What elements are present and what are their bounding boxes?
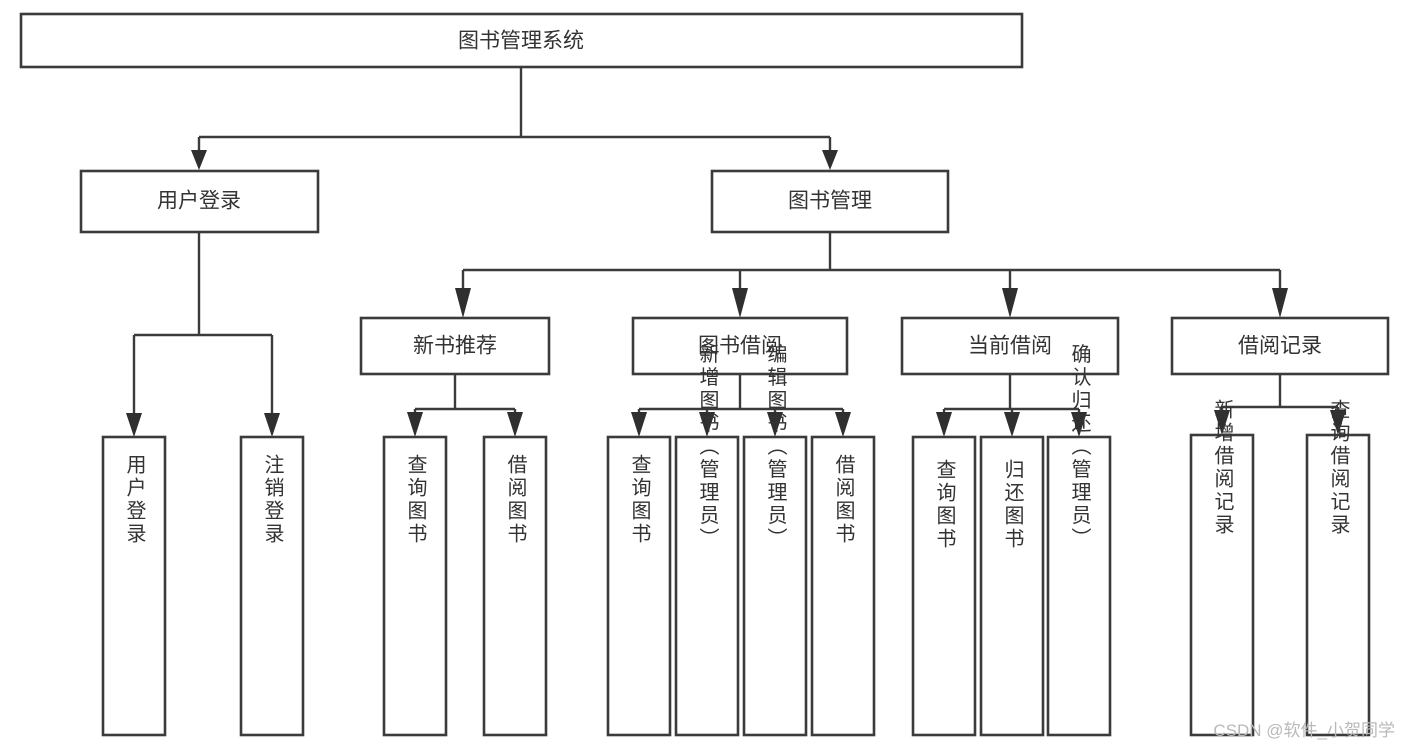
leaf-current-query-book-box[interactable]	[911, 435, 977, 737]
leaf-current-query-book[interactable]: 查询图书	[911, 435, 977, 737]
arrow-to-new-book	[455, 288, 471, 318]
leaf-borrow-query-book[interactable]: 查询图书	[606, 435, 672, 737]
node-borrow-record[interactable]: 借阅记录	[1170, 316, 1390, 376]
leaf-current-return-book-label: 归还图书	[1001, 459, 1024, 551]
leaf-record-add-record-label: 新增借阅记录	[1211, 399, 1234, 537]
leaf-record-query-record-box[interactable]	[1305, 433, 1371, 737]
leaf-current-query-book-label: 查询图书	[933, 459, 956, 551]
leaf-borrow-add-book-label: 新增图书（管理员）	[696, 343, 719, 550]
leaf-record-query-record[interactable]: 查询借阅记录	[1305, 399, 1371, 737]
leaf-newbook-borrow-book-box[interactable]	[482, 435, 548, 737]
node-new-book-recommend[interactable]: 新书推荐	[359, 316, 551, 376]
node-new-book-recommend-label: 新书推荐	[413, 335, 497, 358]
leaf-logout-box[interactable]	[239, 435, 305, 737]
node-current-borrow[interactable]: 当前借阅	[900, 316, 1120, 376]
leaf-record-add-record[interactable]: 新增借阅记录	[1189, 399, 1255, 737]
arrow-to-user-login	[191, 150, 207, 170]
node-book-management-label: 图书管理	[788, 190, 872, 213]
leaf-record-query-record-label: 查询借阅记录	[1327, 399, 1350, 537]
leaf-user-login-box[interactable]	[101, 435, 167, 737]
leaf-current-return-book[interactable]: 归还图书	[979, 435, 1045, 737]
leaf-borrow-borrow-book-box[interactable]	[810, 435, 876, 737]
arrow-borrow-leaf1	[631, 412, 647, 437]
leaf-borrow-edit-book-box[interactable]	[742, 435, 808, 737]
leaf-logout[interactable]: 注销登录	[239, 435, 305, 737]
node-book-management-box[interactable]	[710, 169, 950, 234]
node-current-borrow-label: 当前借阅	[968, 335, 1052, 358]
arrow-user-leaf2	[264, 413, 280, 437]
node-book-borrow[interactable]: 图书借阅	[631, 316, 849, 376]
leaf-current-confirm-return-label: 确认归还（管理员）	[1068, 343, 1091, 550]
node-user-login-box[interactable]	[79, 169, 320, 234]
node-book-borrow-box[interactable]	[631, 316, 849, 376]
node-current-borrow-box[interactable]	[900, 316, 1120, 376]
arrow-borrow-leaf4	[835, 412, 851, 437]
leaf-borrow-edit-book-label: 编辑图书（管理员）	[764, 343, 787, 550]
node-user-login[interactable]: 用户登录	[79, 169, 320, 234]
leaf-borrow-add-book-box[interactable]	[674, 435, 740, 737]
node-new-book-recommend-box[interactable]	[359, 316, 551, 376]
arrow-to-current	[1002, 288, 1018, 318]
leaf-borrow-borrow-book-label: 借阅图书	[832, 454, 855, 546]
arrow-borrow-leaf2	[699, 412, 715, 437]
node-root-box[interactable]	[19, 12, 1024, 69]
arrow-current-leaf1	[936, 412, 952, 437]
arrow-record-leaf2	[1330, 410, 1346, 435]
leaf-record-add-record-box[interactable]	[1189, 433, 1255, 737]
arrow-current-leaf3	[1071, 412, 1087, 437]
leaf-user-login[interactable]: 用户登录	[101, 435, 167, 737]
leaf-newbook-borrow-book[interactable]: 借阅图书	[482, 435, 548, 737]
arrow-to-book-manage	[822, 150, 838, 170]
leaf-user-login-label: 用户登录	[123, 454, 146, 546]
arrow-newbook-leaf1	[407, 412, 423, 437]
arrow-borrow-leaf3	[767, 412, 783, 437]
node-book-borrow-label: 图书借阅	[698, 335, 782, 358]
leaf-current-return-book-box[interactable]	[979, 435, 1045, 737]
node-borrow-record-label: 借阅记录	[1238, 335, 1322, 358]
node-user-login-label: 用户登录	[157, 190, 241, 213]
leaf-borrow-borrow-book[interactable]: 借阅图书	[810, 435, 876, 737]
leaf-current-confirm-return-box[interactable]	[1046, 435, 1112, 737]
leaf-borrow-query-book-label: 查询图书	[628, 454, 651, 546]
arrow-to-borrow	[732, 288, 748, 318]
node-borrow-record-box[interactable]	[1170, 316, 1390, 376]
leaf-newbook-query-book-label: 查询图书	[404, 454, 427, 546]
arrow-current-leaf2	[1004, 412, 1020, 437]
leaf-newbook-query-book[interactable]: 查询图书	[382, 435, 448, 737]
arrow-newbook-leaf2	[507, 412, 523, 437]
leaf-borrow-edit-book[interactable]: 编辑图书（管理员）	[742, 343, 808, 737]
leaf-borrow-query-book-box[interactable]	[606, 435, 672, 737]
leaf-current-confirm-return[interactable]: 确认归还（管理员）	[1046, 343, 1112, 737]
node-book-management[interactable]: 图书管理	[710, 169, 950, 234]
node-root-label: 图书管理系统	[458, 30, 584, 53]
leaf-logout-label: 注销登录	[261, 454, 284, 546]
arrow-user-leaf1	[126, 413, 142, 437]
leaf-borrow-add-book[interactable]: 新增图书（管理员）	[674, 343, 740, 737]
node-root[interactable]: 图书管理系统	[19, 12, 1024, 69]
arrow-record-leaf1	[1214, 410, 1230, 435]
connectors-layer	[126, 67, 1346, 437]
arrow-to-record	[1272, 288, 1288, 318]
leaf-newbook-query-book-box[interactable]	[382, 435, 448, 737]
leaf-newbook-borrow-book-label: 借阅图书	[504, 454, 527, 546]
